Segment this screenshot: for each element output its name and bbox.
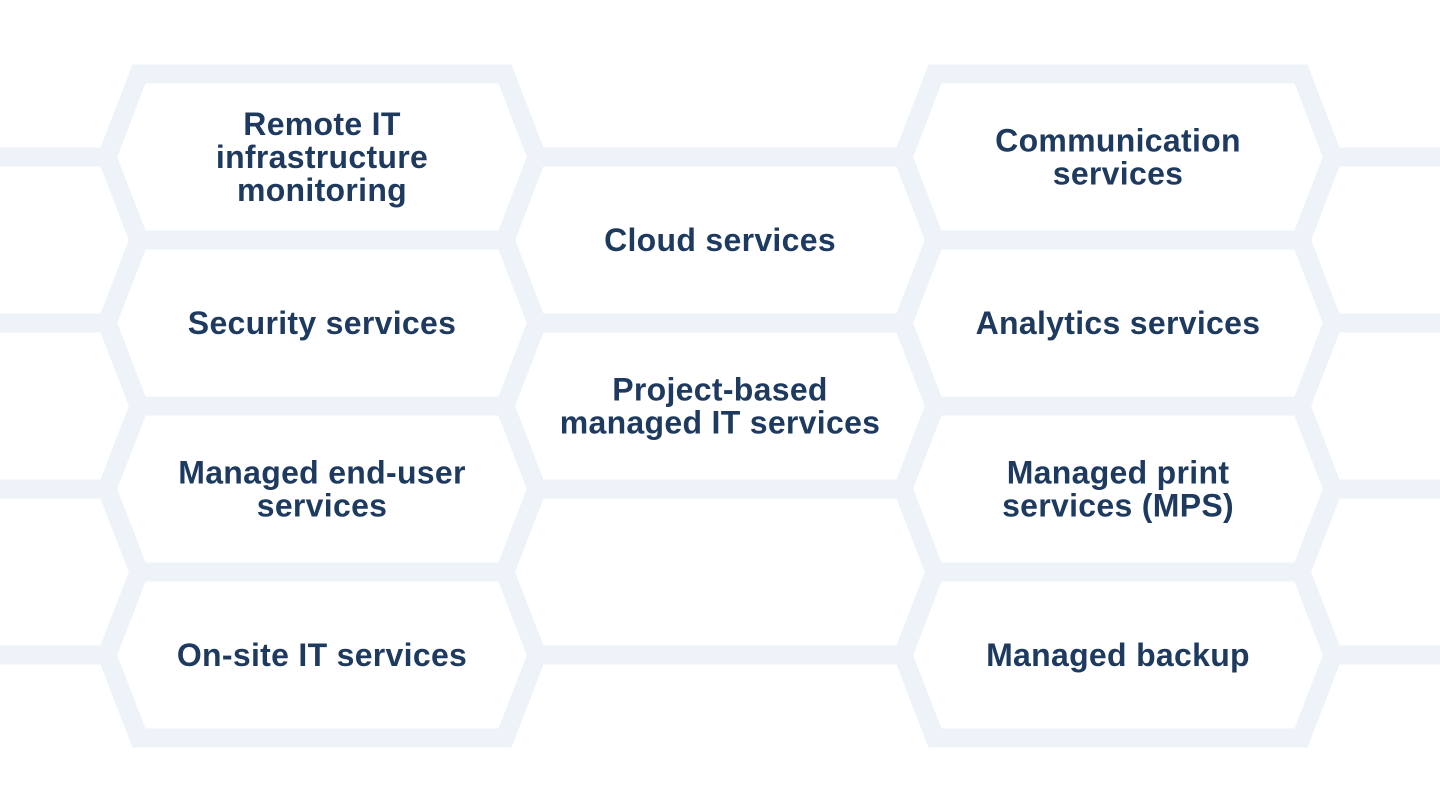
- hexagon-label-line: managed IT services: [560, 405, 881, 441]
- hexagon-partial-left-top: [0, 147, 150, 333]
- hexagon-label-managed-backup: Managed backup: [986, 637, 1250, 673]
- hexagon-label-line: Managed print: [1007, 455, 1230, 491]
- hexagon-label-line: infrastructure: [216, 139, 428, 175]
- hexagon-label-line: Cloud services: [604, 222, 836, 258]
- hexagon-label-line: On-site IT services: [177, 637, 467, 673]
- hexagon-label-line: services (MPS): [1002, 488, 1234, 524]
- hexagon-partial-right-bottom: [1290, 479, 1440, 665]
- hexagon-label-line: services: [1053, 156, 1184, 192]
- hexagon-label-analytics-services: Analytics services: [976, 305, 1261, 341]
- hexagon-partial-right-middle: [1290, 313, 1440, 499]
- hexagon-partial-left-bottom: [0, 479, 150, 665]
- hexagon-label-cloud-services: Cloud services: [604, 222, 836, 258]
- hexagon-label-line: Managed end-user: [178, 455, 466, 491]
- hexagon-label-line: Project-based: [612, 372, 828, 408]
- hexagon-label-line: monitoring: [237, 172, 407, 208]
- hexagon-label-line: Security services: [188, 305, 456, 341]
- hexagon-label-line: services: [257, 488, 388, 524]
- hexagon-label-security-services: Security services: [188, 305, 456, 341]
- hexagon-empty-center: [494, 479, 946, 665]
- hexagon-label-on-site-it-services: On-site IT services: [177, 637, 467, 673]
- hexagon-label-line: Analytics services: [976, 305, 1261, 341]
- hexagon-partial-left-middle: [0, 313, 150, 499]
- hexagon-label-line: Communication: [995, 123, 1241, 159]
- hexagon-label-line: Managed backup: [986, 637, 1250, 673]
- hexagon-partial-right-top: [1290, 147, 1440, 333]
- hexagon-label-line: Remote IT: [243, 106, 401, 142]
